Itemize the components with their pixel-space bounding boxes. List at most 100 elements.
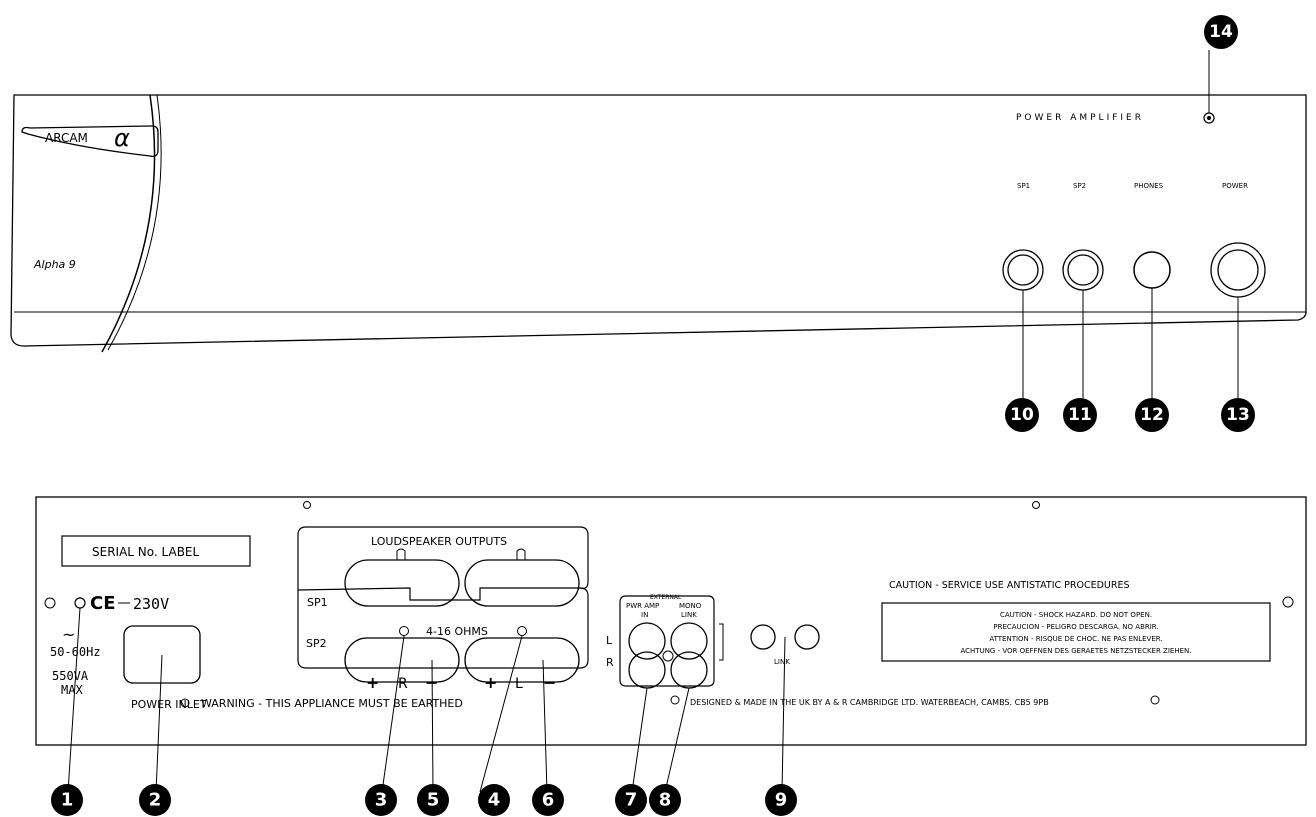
callout-7: 7 (615, 784, 647, 816)
svg-text:4: 4 (488, 790, 501, 811)
mono-link-left-socket[interactable] (670, 622, 708, 660)
speaker-outputs-lower-panel (297, 587, 589, 669)
screw-top-left (303, 501, 311, 509)
left-plus: + (484, 673, 497, 692)
svg-text:6: 6 (542, 790, 555, 811)
serial-label: SERIAL No. LABEL (92, 545, 200, 559)
svg-text:11: 11 (1068, 405, 1092, 425)
callout-11: 11 (1063, 398, 1097, 432)
link-socket-right[interactable] (794, 624, 820, 650)
screw-right (1282, 596, 1294, 608)
callout-14: 14 (1204, 15, 1238, 49)
caution-line-3: ATTENTION - RISQUE DE CHOC. NE PAS ENLEV… (989, 635, 1162, 643)
callout-12: 12 (1135, 398, 1169, 432)
max-label: MAX (61, 683, 83, 697)
mono-link-right-socket[interactable] (670, 651, 708, 689)
ohms-indicator-left (399, 626, 409, 636)
mono-link-label: LINK (681, 611, 697, 619)
callout-4: 4 (478, 784, 510, 816)
svg-text:14: 14 (1209, 22, 1233, 42)
model-logo: Alpha 9 (33, 258, 76, 271)
leader-4 (479, 635, 523, 793)
sp1-button-label: SP1 (1017, 182, 1030, 190)
caution-line-4: ACHTUNG - VOR OEFFNEN DES GERAETES NETZS… (960, 647, 1191, 655)
phones-socket[interactable] (1133, 251, 1171, 289)
sp2-button[interactable] (1062, 249, 1104, 291)
sp2-output-label: SP2 (306, 637, 327, 650)
front-panel-curve (101, 94, 156, 353)
leader-7 (631, 687, 648, 793)
product-title: POWER AMPLIFIER (1016, 113, 1144, 123)
pwr-amp-label: PWR AMP (626, 602, 659, 610)
power-button[interactable] (1210, 242, 1266, 298)
phones-label: PHONES (1134, 182, 1164, 190)
leader-6 (542, 659, 548, 793)
caution-line-2: PRECAUCION - PELIGRO DESCARGA. NO ABRIR. (993, 623, 1158, 631)
callout-13: 13 (1221, 398, 1255, 432)
sp2-terminal-left[interactable] (464, 637, 580, 683)
front-panel: ARCAM α Alpha 9 POWER AMPLIFIER SP1 SP2 … (10, 50, 1307, 398)
svg-text:12: 12 (1140, 405, 1164, 425)
power-button-label: POWER (1222, 182, 1248, 190)
svg-text:5: 5 (427, 790, 440, 811)
leader-3 (381, 635, 405, 793)
ce-mark: CE (90, 593, 116, 614)
pwr-amp-in-right-socket[interactable] (628, 651, 666, 689)
sp1-button[interactable] (1002, 249, 1044, 291)
ground-terminal (74, 597, 86, 609)
screw-left (44, 597, 56, 609)
impedance-label: 4-16 OHMS (426, 625, 488, 638)
pwr-amp-in-left-socket[interactable] (628, 622, 666, 660)
power-led-core (1207, 116, 1211, 120)
power-inlet[interactable] (123, 625, 201, 684)
sp1-terminal-right[interactable] (344, 548, 460, 607)
brand-label: ARCAM (45, 131, 88, 145)
power-inlet-label: POWER INLET (131, 698, 207, 711)
rear-panel: SERIAL No. LABEL CE 230V ~ 50-60Hz 550VA… (35, 496, 1307, 793)
designed-label: DESIGNED & MADE IN THE UK BY A & R CAMBR… (690, 698, 1049, 707)
external-bracket (719, 623, 724, 661)
external-panel (619, 595, 715, 687)
sp2-terminal-right[interactable] (344, 637, 460, 683)
svg-text:9: 9 (775, 790, 788, 811)
channel-l-label: L (606, 634, 613, 647)
in-label: IN (641, 611, 648, 619)
caution-line-1: CAUTION - SHOCK HAZARD. DO NOT OPEN. (1000, 611, 1152, 619)
alpha-logo: α (114, 124, 130, 152)
leader-2 (155, 654, 163, 793)
svg-text:7: 7 (625, 790, 638, 811)
sp2-button-label: SP2 (1073, 182, 1086, 190)
link-label: LINK (774, 658, 790, 666)
mono-label: MONO (679, 602, 702, 610)
callout-9: 9 (765, 784, 797, 816)
sp1-terminal-left[interactable] (464, 548, 580, 607)
right-plus: + (366, 673, 379, 692)
left-channel-label: L (515, 676, 523, 692)
screw-bottom-3 (1150, 695, 1160, 705)
arcam-logo-badge (21, 125, 159, 158)
va-label: 550VA (52, 669, 89, 683)
ac-symbol: ~ (62, 625, 75, 644)
caution-box (881, 602, 1271, 662)
svg-text:2: 2 (149, 790, 162, 811)
leader-5 (431, 659, 434, 793)
warning-label: WARNING - THIS APPLIANCE MUST BE EARTHED (201, 697, 463, 710)
voltage-label: 230V (133, 595, 169, 613)
caution-antistatic: CAUTION - SERVICE USE ANTISTATIC PROCEDU… (889, 580, 1130, 591)
svg-text:13: 13 (1226, 405, 1250, 425)
screw-bottom-1 (180, 698, 190, 708)
front-panel-outline (10, 94, 1307, 347)
link-socket-left[interactable] (750, 624, 776, 650)
svg-text:1: 1 (61, 790, 74, 811)
callout-3: 3 (365, 784, 397, 816)
callouts: 14 10 11 12 13 1 2 3 5 4 6 7 8 9 (51, 15, 1255, 816)
frequency-label: 50-60Hz (50, 645, 101, 659)
svg-text:10: 10 (1010, 405, 1034, 425)
external-center-marker (662, 650, 674, 662)
callout-8: 8 (649, 784, 681, 816)
callout-2: 2 (139, 784, 171, 816)
serial-label-box (61, 535, 251, 567)
screw-top-right (1032, 501, 1040, 509)
svg-text:3: 3 (375, 790, 388, 811)
